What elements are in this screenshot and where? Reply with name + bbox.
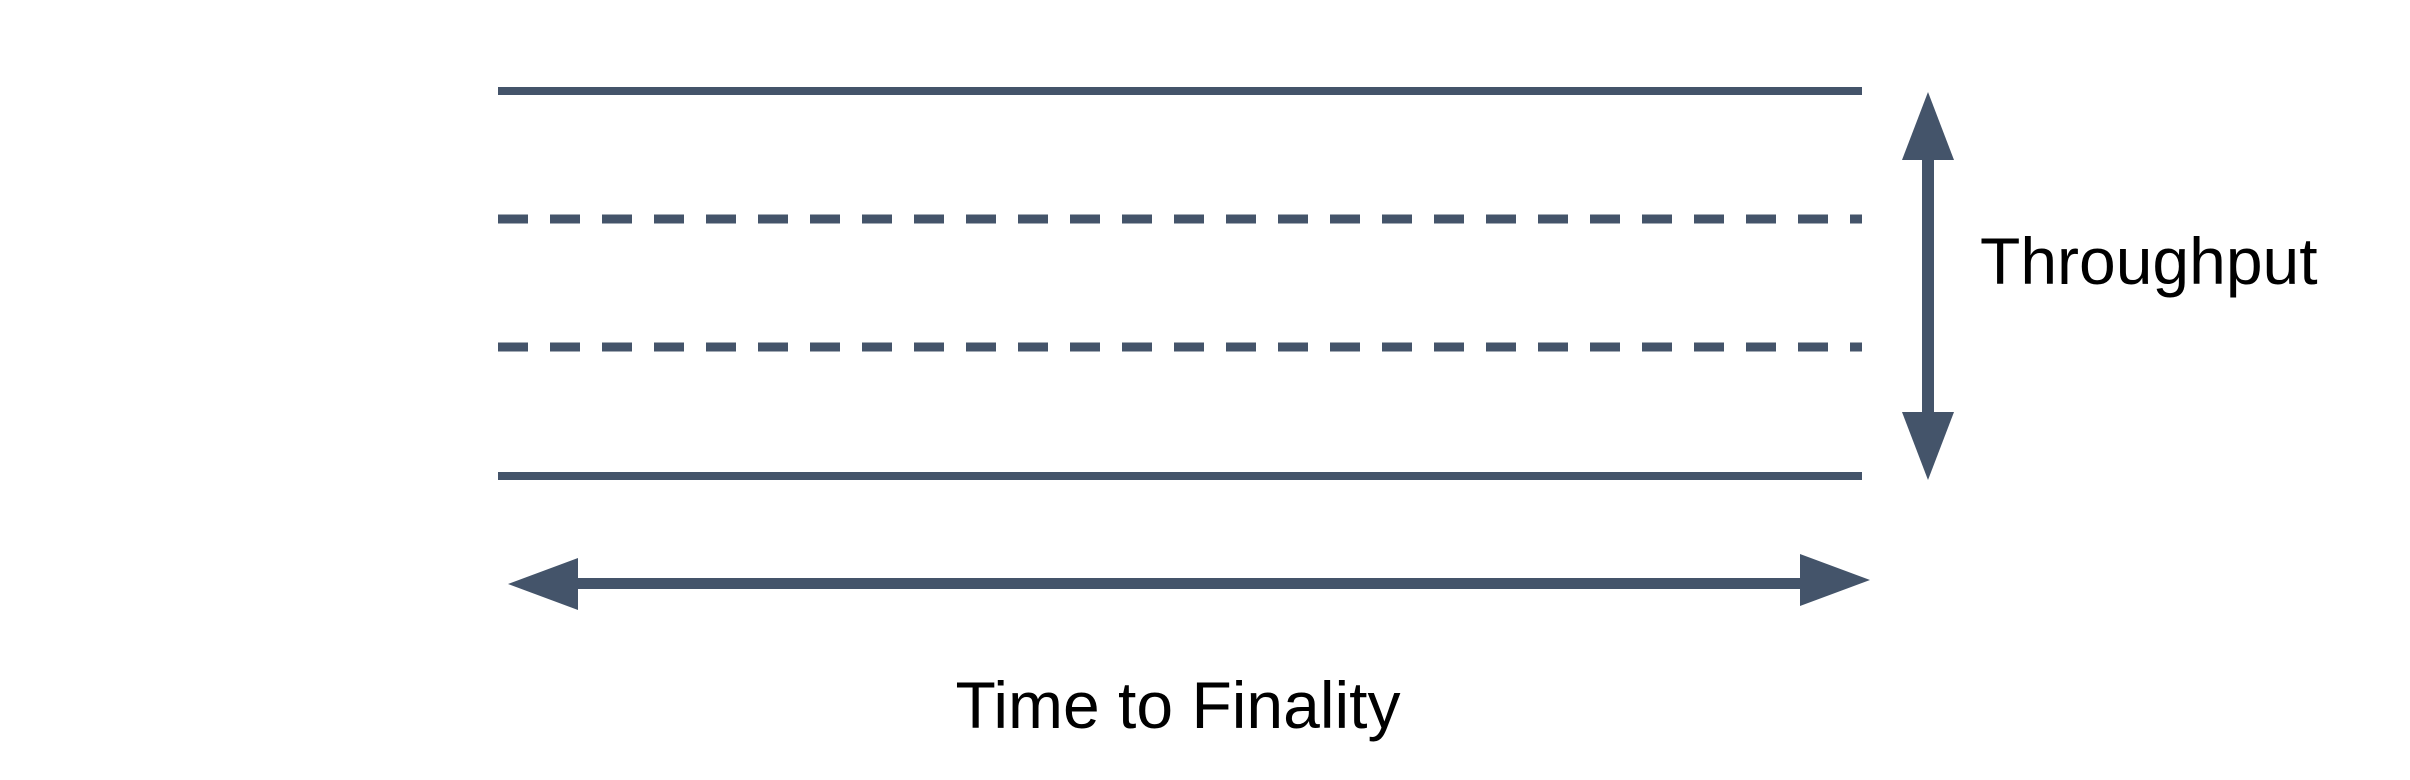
throughput-arrow bbox=[1902, 92, 1954, 480]
throughput-arrow-head-down bbox=[1902, 412, 1954, 480]
throughput-axis-label: Throughput bbox=[1980, 224, 2318, 298]
time-to-finality-arrow-shaft bbox=[570, 578, 1805, 589]
time-to-finality-arrow-head-left bbox=[508, 558, 578, 610]
throughput-arrow-head-up bbox=[1902, 92, 1954, 160]
time-to-finality-arrow-head-right bbox=[1800, 554, 1870, 606]
time-to-finality-axis-label: Time to Finality bbox=[955, 668, 1401, 742]
time-to-finality-arrow bbox=[508, 554, 1870, 610]
throughput-arrow-shaft bbox=[1922, 155, 1934, 416]
